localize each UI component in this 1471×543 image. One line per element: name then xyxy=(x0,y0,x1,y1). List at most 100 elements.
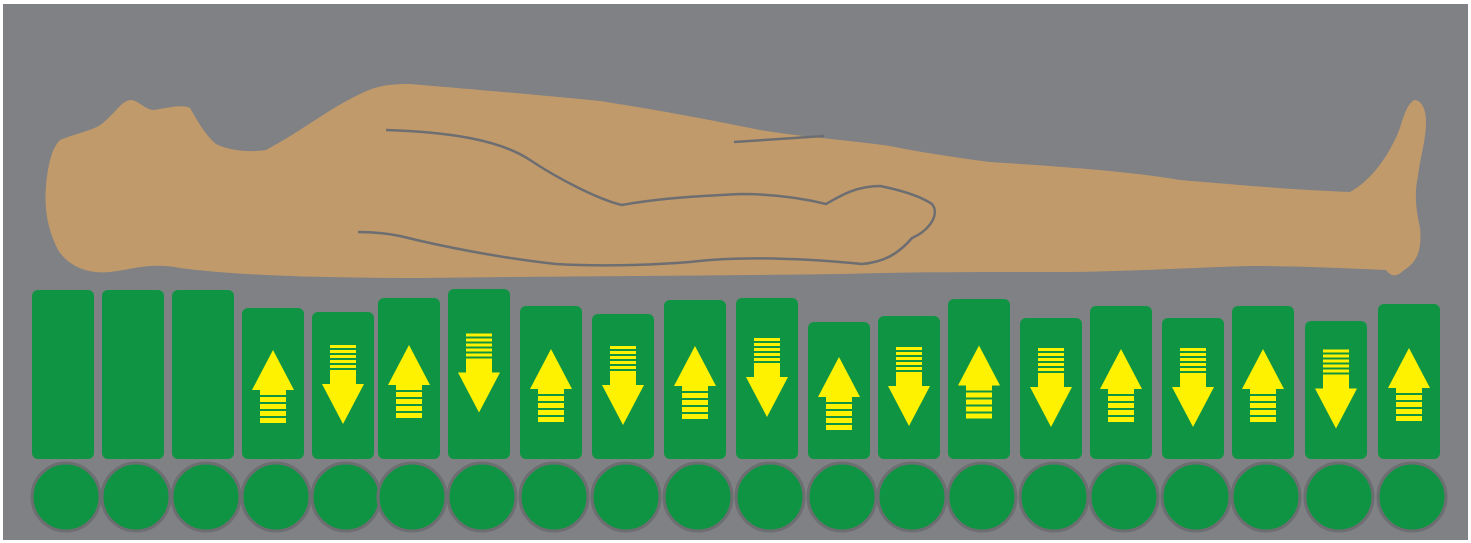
arrow-stripe xyxy=(966,400,992,405)
arrow-stripe xyxy=(1250,403,1276,408)
base-cell-13 xyxy=(878,463,946,531)
air-cell-body xyxy=(172,290,234,459)
air-cell-16 xyxy=(1090,306,1152,459)
air-cell-2 xyxy=(102,290,164,459)
arrow-stripe xyxy=(1323,360,1349,363)
arrow-stripe xyxy=(466,354,492,357)
arrow-stripe xyxy=(466,344,492,347)
arrow-stripe xyxy=(1108,396,1134,401)
arrow-stripe xyxy=(754,348,780,351)
arrow-stripe xyxy=(396,399,422,404)
arrow-stripe xyxy=(538,396,564,401)
arrow-stripe xyxy=(682,407,708,412)
arrow-stripe xyxy=(682,400,708,405)
arrow-stripe xyxy=(1108,417,1134,422)
arrow-stripe xyxy=(896,352,922,355)
arrow-stripe xyxy=(966,407,992,412)
arrow-stripe xyxy=(610,366,636,369)
arrow-stripe xyxy=(1323,355,1349,358)
arrow-stripe xyxy=(396,392,422,397)
arrow-stripe xyxy=(1038,363,1064,366)
arrow-stripe xyxy=(682,386,708,391)
arrow-stripe xyxy=(1180,368,1206,371)
base-cell-18 xyxy=(1232,463,1300,531)
arrow-stripe xyxy=(330,365,356,368)
arrow-stripe xyxy=(610,356,636,359)
arrow-stripe xyxy=(966,393,992,398)
arrow-stripe xyxy=(1038,353,1064,356)
air-cell-20 xyxy=(1378,304,1440,459)
arrow-stripe xyxy=(330,355,356,358)
arrow-stripe xyxy=(1396,409,1422,414)
base-cell-16 xyxy=(1090,463,1158,531)
air-cell-body xyxy=(102,290,164,459)
base-cell-19 xyxy=(1305,463,1373,531)
air-cell-18 xyxy=(1232,306,1294,459)
air-cell-13 xyxy=(878,316,940,459)
air-cell-15 xyxy=(1020,318,1082,459)
base-cell-14 xyxy=(948,463,1016,531)
arrow-stripe xyxy=(538,389,564,394)
arrow-stripe xyxy=(1396,416,1422,421)
arrow-stripe xyxy=(966,414,992,419)
arrow-stripe xyxy=(260,397,286,402)
arrow-stripe xyxy=(466,339,492,342)
air-cell-5 xyxy=(312,312,374,459)
air-cell-11 xyxy=(736,298,798,459)
arrow-stripe xyxy=(826,425,852,430)
arrow-stripe xyxy=(826,418,852,423)
base-cell-3 xyxy=(172,463,240,531)
arrow-stripe xyxy=(1250,417,1276,422)
arrow-stripe xyxy=(396,385,422,390)
base-cell-17 xyxy=(1162,463,1230,531)
base-cell-12 xyxy=(808,463,876,531)
base-cell-2 xyxy=(102,463,170,531)
arrow-stripe xyxy=(896,347,922,350)
arrow-stripe xyxy=(896,362,922,365)
air-cell-6 xyxy=(378,298,440,459)
arrow-stripe xyxy=(826,404,852,409)
arrow-stripe xyxy=(754,343,780,346)
air-cell-12 xyxy=(808,322,870,459)
arrow-shaft xyxy=(1323,375,1349,389)
air-cell-7 xyxy=(448,289,510,459)
arrow-stripe xyxy=(1108,410,1134,415)
arrow-stripe xyxy=(1250,396,1276,401)
arrow-stripe xyxy=(1396,395,1422,400)
arrow-stripe xyxy=(466,334,492,337)
arrow-stripe xyxy=(396,413,422,418)
arrow-stripe xyxy=(260,411,286,416)
base-cell-9 xyxy=(592,463,660,531)
arrow-stripe xyxy=(396,406,422,411)
air-cell-8 xyxy=(520,306,582,459)
base-cell-5 xyxy=(312,463,380,531)
base-cell-15 xyxy=(1020,463,1088,531)
air-cell-19 xyxy=(1305,321,1367,459)
arrow-stripe xyxy=(1250,410,1276,415)
arrow-stripe xyxy=(1250,389,1276,394)
arrow-shaft xyxy=(330,370,356,384)
arrow-stripe xyxy=(610,346,636,349)
air-cell-4 xyxy=(242,308,304,459)
base-cell-1 xyxy=(32,463,100,531)
arrow-stripe xyxy=(1038,358,1064,361)
arrow-stripe xyxy=(538,417,564,422)
base-cell-10 xyxy=(664,463,732,531)
air-cell-body xyxy=(32,290,94,459)
arrow-stripe xyxy=(896,367,922,370)
arrow-stripe xyxy=(754,358,780,361)
arrow-stripe xyxy=(1396,402,1422,407)
arrow-stripe xyxy=(966,386,992,391)
air-cell-3 xyxy=(172,290,234,459)
air-cell-14 xyxy=(948,299,1010,459)
arrow-stripe xyxy=(538,410,564,415)
arrow-stripe xyxy=(1396,388,1422,393)
arrow-shaft xyxy=(896,372,922,386)
arrow-stripe xyxy=(826,397,852,402)
arrow-stripe xyxy=(1180,358,1206,361)
arrow-shaft xyxy=(610,371,636,385)
arrow-stripe xyxy=(1108,403,1134,408)
base-cell-4 xyxy=(242,463,310,531)
arrow-stripe xyxy=(682,393,708,398)
